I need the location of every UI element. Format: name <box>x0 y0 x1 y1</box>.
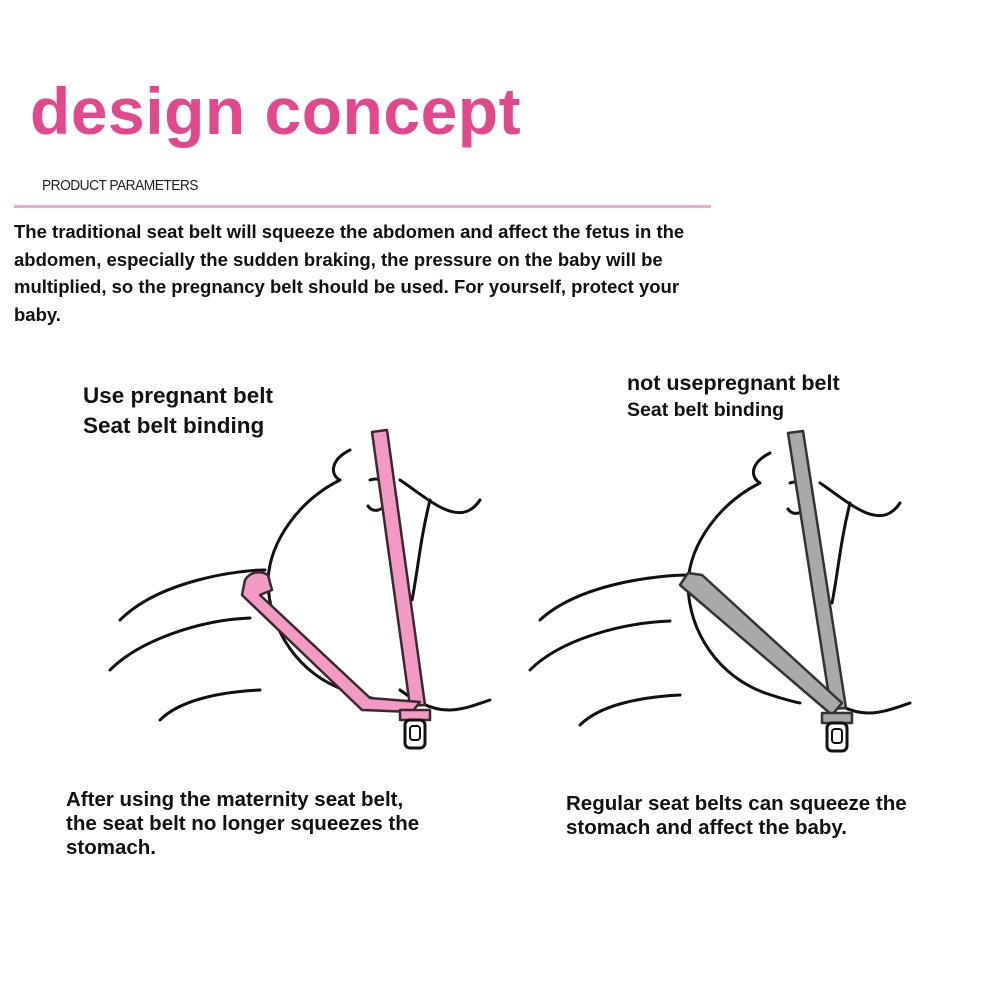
left-caption: After using the maternity seat belt, the… <box>66 788 420 859</box>
left-label-line1: Use pregnant belt <box>83 383 274 408</box>
right-label-line1: not usepregnant belt <box>627 371 840 395</box>
right-label-line2: Seat belt binding <box>627 399 785 421</box>
left-label-line2: Seat belt binding <box>83 413 265 438</box>
regular-belt-illustration <box>528 429 912 753</box>
section-subtitle: PRODUCT PARAMETERS <box>42 177 199 194</box>
divider-line <box>14 205 711 208</box>
page-title: design concept <box>30 74 522 148</box>
intro-paragraph: The traditional seat belt will squeeze t… <box>14 221 685 325</box>
pregnant-belt-illustration <box>108 428 492 750</box>
right-caption: Regular seat belts can squeeze the stoma… <box>566 792 907 839</box>
